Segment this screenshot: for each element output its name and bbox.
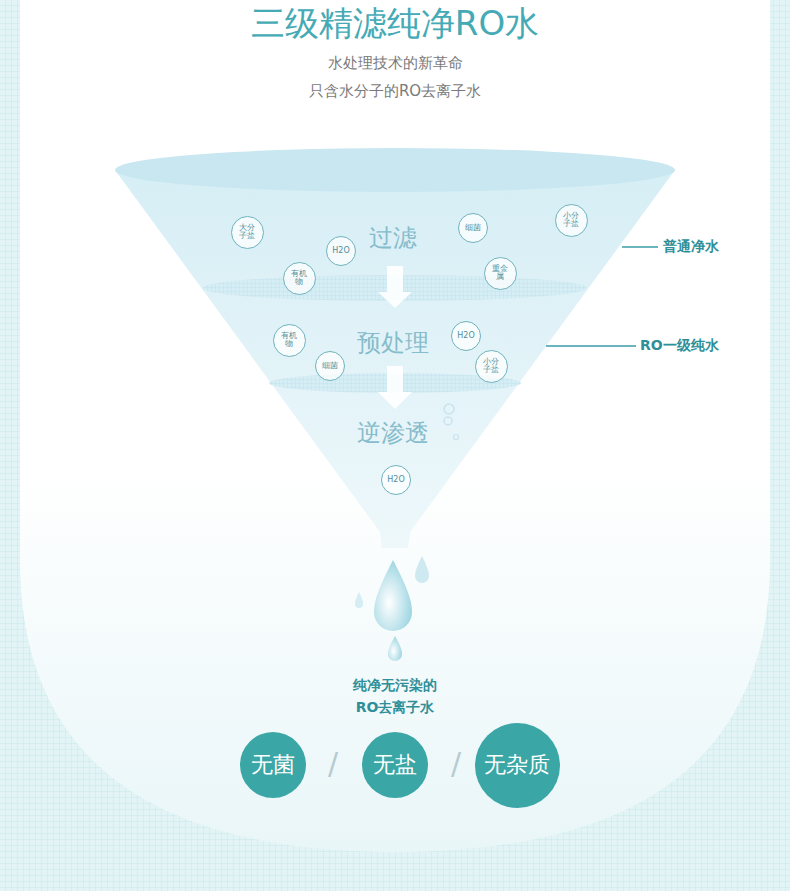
feature-text: 无菌 [251,750,295,780]
bubble [444,417,452,425]
feature-circle: 无菌 [240,732,306,798]
result-label: 纯净无污染的 RO去离子水 [345,675,445,718]
leader-line [546,345,636,347]
water-drop [355,592,363,608]
subtitle: 水处理技术的新革命 [328,54,463,73]
feature-text: 无杂质 [484,750,550,780]
leader-line [622,246,658,248]
molecule-bubble: 小分子盐 [555,204,588,237]
molecule-text: H2O [332,247,349,255]
stage-label: 预处理 [357,327,429,359]
molecule-bubble: H2O [451,321,481,351]
molecule-bubble: 细菌 [458,213,488,243]
down-arrow [378,366,412,409]
stage-label: 过滤 [369,222,417,254]
down-arrow [378,266,412,308]
molecule-text: 重金属 [491,265,509,282]
feature-text: 无盐 [373,750,417,780]
funnel-top [115,148,675,192]
molecule-bubble: H2O [381,465,411,495]
bubble [454,435,459,440]
water-drop [415,556,429,583]
molecule-bubble: H2O [326,236,356,266]
molecule-text: 大分子盐 [238,224,256,241]
panel [20,0,770,852]
funnel [115,170,675,548]
molecule-text: 细菌 [322,362,338,370]
water-drop [388,636,402,661]
bubble [444,404,454,414]
title: 三级精滤纯净RO水 [251,1,539,47]
molecule-bubble: 小分子盐 [475,350,508,383]
water-drop [374,560,412,631]
subtitle: 只含水分子的RO去离子水 [309,82,481,101]
molecule-text: H2O [457,332,474,340]
molecule-text: 有机物 [290,270,308,287]
molecule-bubble: 有机物 [273,324,306,357]
stage-label: 逆渗透 [357,417,429,449]
molecule-bubble: 大分子盐 [231,216,264,249]
molecule-bubble: 细菌 [315,351,345,381]
molecule-text: 小分子盐 [562,212,580,229]
molecule-text: 小分子盐 [482,358,500,375]
side-label: 普通净水 [663,238,719,256]
feature-circle: 无盐 [362,732,428,798]
molecule-text: H2O [387,476,404,484]
side-label: RO一级纯水 [640,337,719,355]
separator: / [451,746,461,781]
molecule-bubble: 重金属 [484,257,517,290]
molecule-text: 有机物 [280,332,298,349]
feature-circle: 无杂质 [475,723,560,808]
molecule-bubble: 有机物 [283,262,316,295]
molecule-text: 细菌 [465,224,481,232]
separator: / [328,746,338,781]
